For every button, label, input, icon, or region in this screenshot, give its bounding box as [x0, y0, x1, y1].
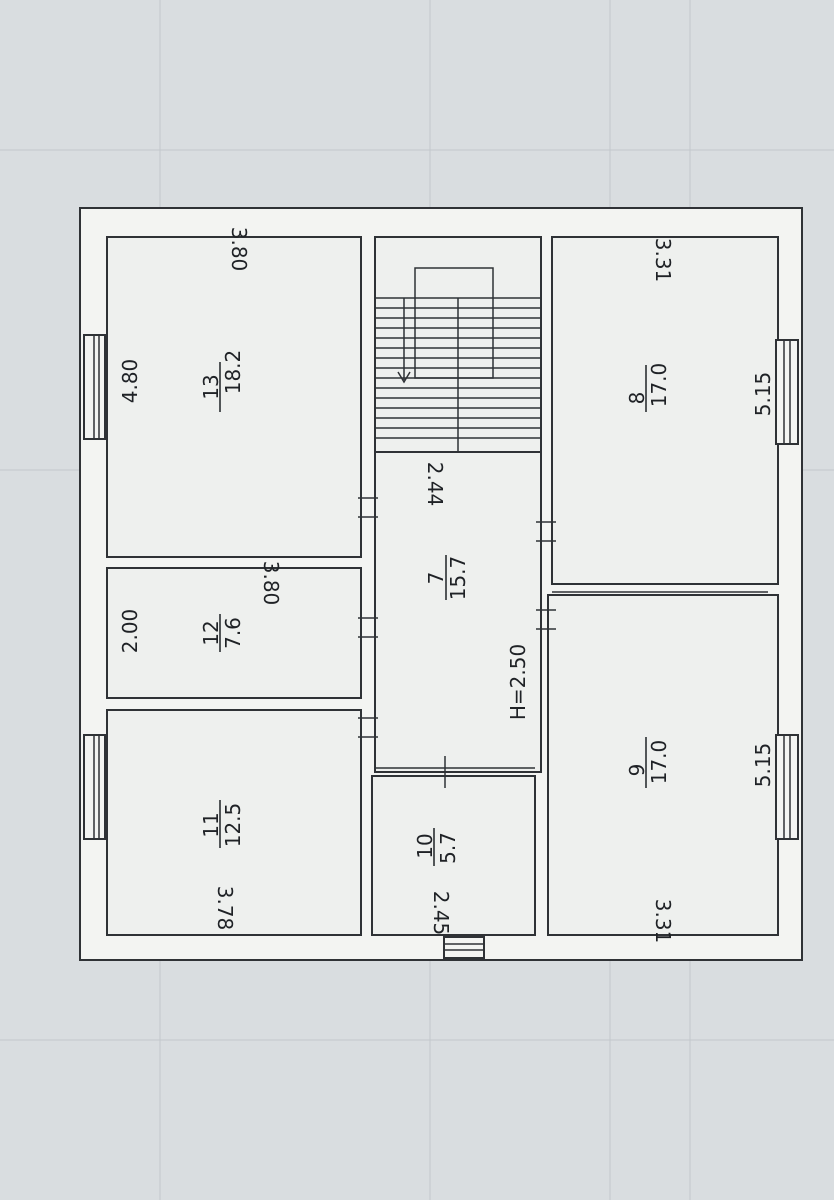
room-7-area: 15.7: [446, 556, 470, 601]
room-13-width: 4.80: [118, 359, 142, 404]
room-12-width: 2.00: [118, 609, 142, 654]
room-12-area: 7.6: [221, 617, 245, 649]
room-11-length: 3.78: [213, 886, 237, 931]
window-left-bottom: [83, 734, 106, 840]
room-7-outline: [374, 451, 542, 773]
door-ticks: [358, 497, 556, 738]
room-8-area: 17.0: [647, 363, 671, 408]
room-9-number: 9: [625, 764, 649, 777]
room-13-number: 13: [199, 374, 223, 399]
staircase: [375, 267, 541, 452]
room-9-area: 17.0: [647, 740, 671, 785]
room-8-outline: [551, 236, 779, 585]
room-7-number: 7: [424, 572, 448, 585]
room-9-length: 3.31: [651, 899, 675, 944]
room-13-area: 18.2: [221, 350, 245, 395]
room-8-width: 5.15: [751, 372, 775, 417]
room-9-outline: [547, 594, 779, 936]
room-7-width: 2.44: [423, 462, 447, 507]
ceiling-height: H=2.50: [506, 644, 530, 720]
room-8-length: 3.31: [651, 238, 675, 283]
room-10-width: 2.45: [429, 891, 453, 936]
room-11-area: 12.5: [221, 803, 245, 848]
room-9-width: 5.15: [751, 743, 775, 788]
window-right-top: [775, 339, 799, 445]
room-13-length: 3.80: [227, 227, 251, 272]
room-8-number: 8: [625, 392, 649, 405]
room-10-number: 10: [413, 833, 437, 858]
room-11-number: 11: [199, 812, 223, 837]
room-11-outline: [106, 709, 362, 936]
room-12-number: 12: [199, 620, 223, 645]
room-10-area: 5.7: [436, 832, 460, 864]
room-12-outline: [106, 567, 362, 699]
window-left-top: [83, 334, 106, 440]
window-right-bottom: [775, 734, 799, 840]
window-bottom: [443, 936, 485, 959]
room-13-outline: [106, 236, 362, 558]
room-12-length: 3.80: [259, 561, 283, 606]
room-10-outline: [371, 775, 536, 936]
